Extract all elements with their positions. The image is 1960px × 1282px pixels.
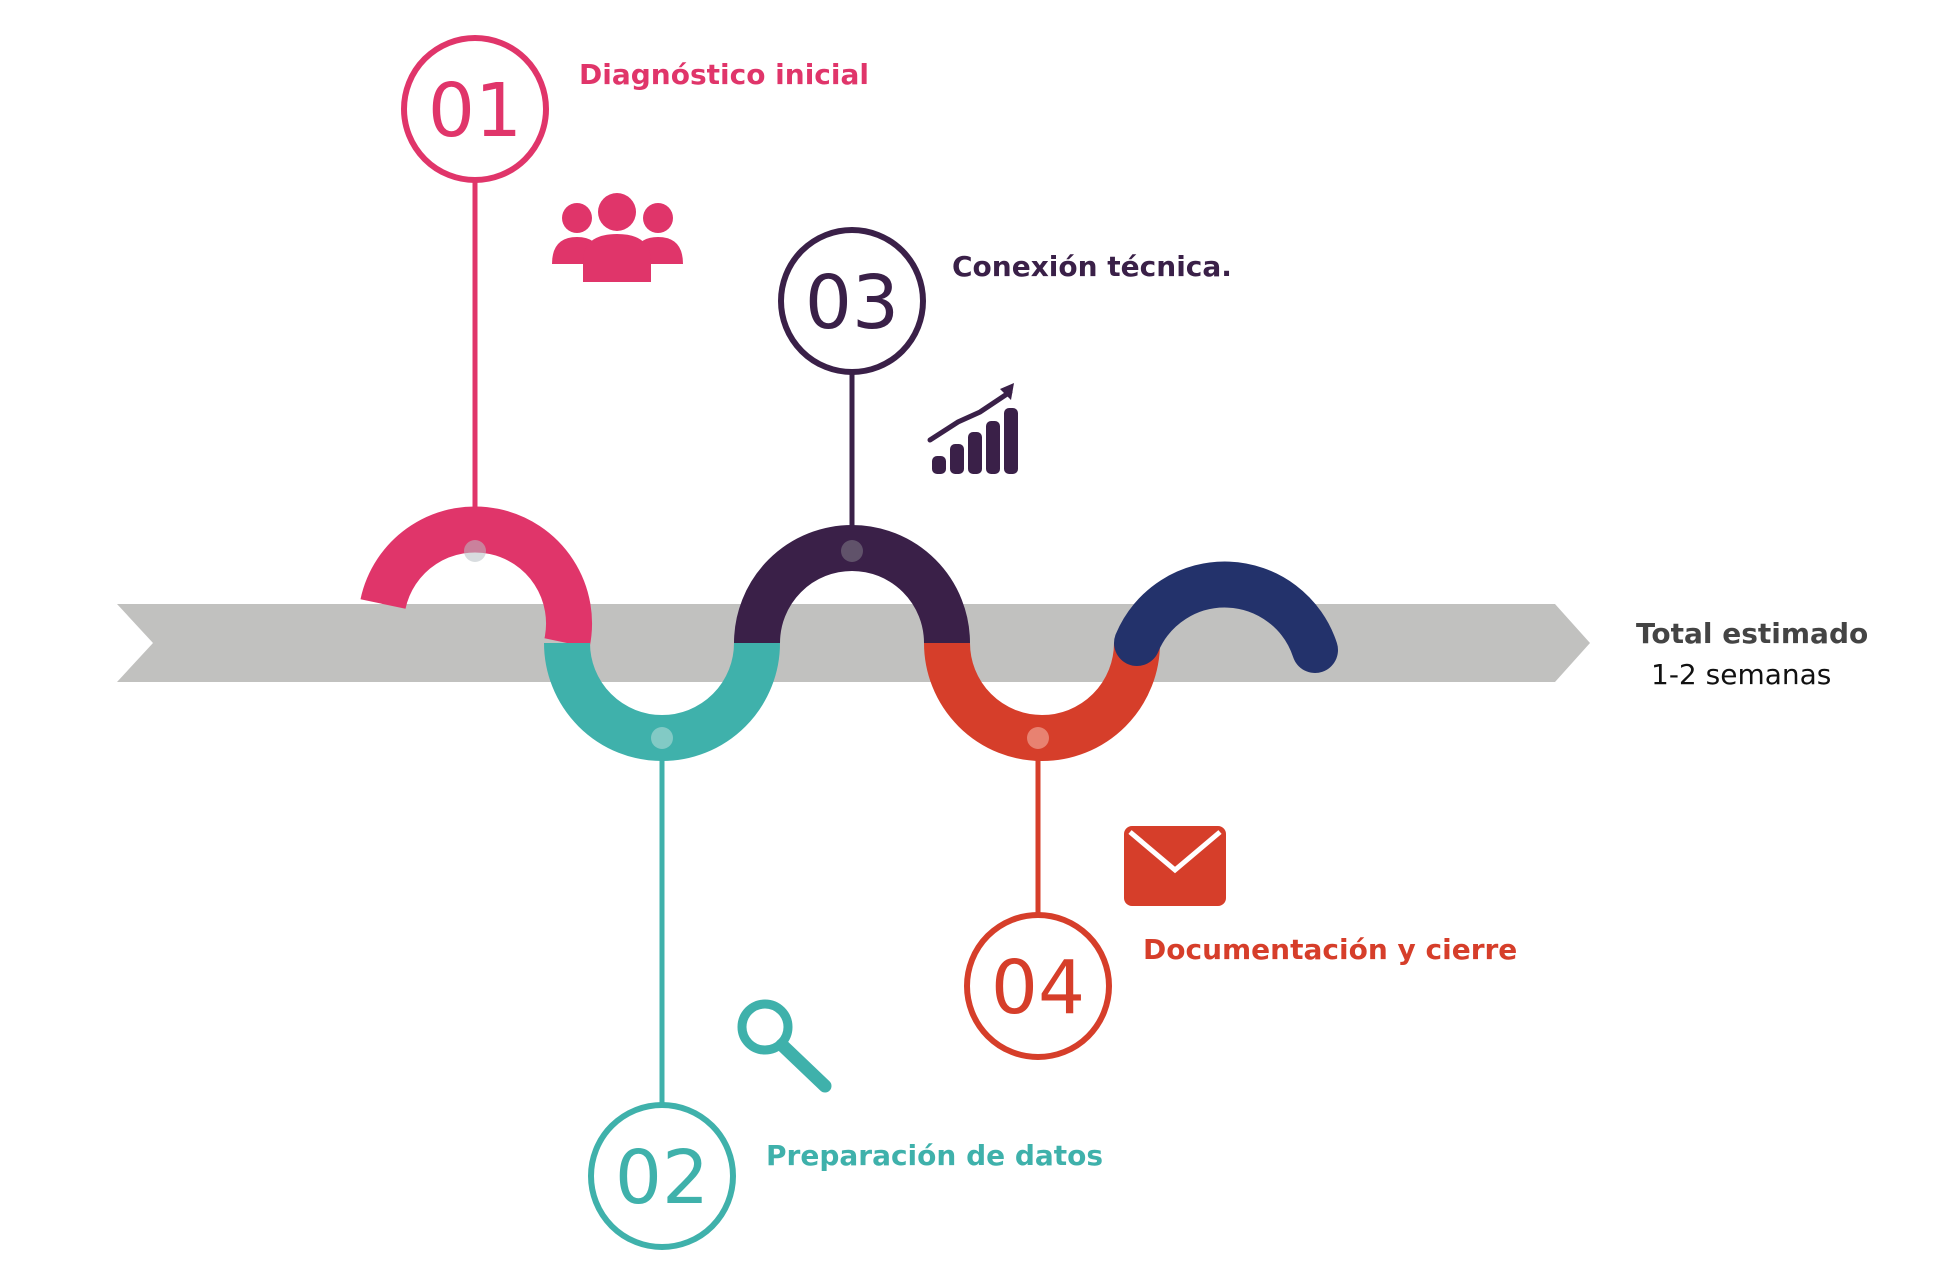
step-1-badge: 01 (401, 35, 549, 183)
total-estimate-label: Total estimado (1636, 617, 1868, 650)
growth-chart-icon (927, 383, 1018, 474)
wave-arc-1 (360, 506, 592, 648)
step-4-number: 04 (991, 945, 1085, 1031)
step-2-junction-dot (651, 727, 673, 749)
timeline-arrow-band (117, 604, 1590, 682)
step-3-number: 03 (805, 260, 899, 346)
step-3-label: Conexión técnica. (952, 250, 1232, 283)
step-1-number: 01 (428, 68, 522, 154)
step-2-number: 02 (615, 1135, 709, 1221)
step-3-junction-dot (841, 540, 863, 562)
total-estimate-value: 1-2 semanas (1651, 658, 1831, 691)
wave-arc-5 (1114, 561, 1338, 673)
people-group-icon (552, 193, 683, 282)
step-2-label: Preparación de datos (766, 1139, 1103, 1172)
step-1-label: Diagnóstico inicial (579, 58, 869, 91)
step-2-badge: 02 (588, 1102, 736, 1250)
magnifier-icon (737, 999, 832, 1093)
step-1-junction-dot (464, 540, 486, 562)
step-4-junction-dot (1027, 727, 1049, 749)
envelope-icon (1124, 826, 1226, 906)
step-4-badge: 04 (964, 912, 1112, 1060)
step-3-badge: 03 (778, 227, 926, 375)
step-4-label: Documentación y cierre (1143, 933, 1517, 966)
